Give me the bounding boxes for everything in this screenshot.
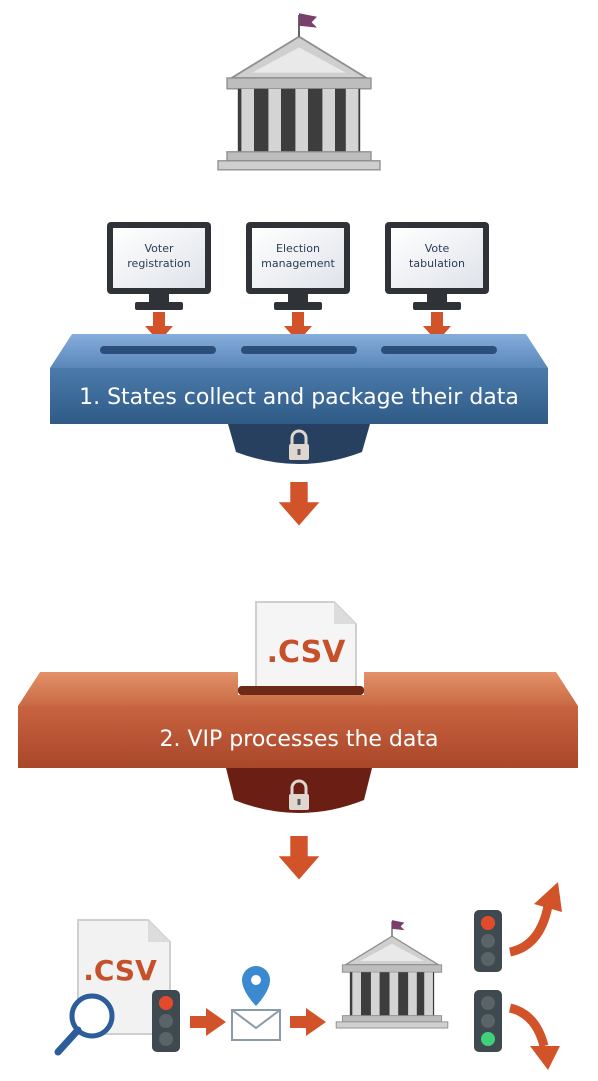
monitor-election-management: Election management: [246, 222, 350, 310]
monitor-label-line1: Vote: [425, 242, 450, 255]
curved-arrow-up-icon: [508, 882, 562, 957]
csv-label: .CSV: [267, 635, 347, 670]
monitor-label-line2: registration: [127, 257, 190, 270]
state-capitol-icon: [217, 12, 381, 171]
state-capitol-icon: [335, 919, 449, 1029]
data-slot: [100, 346, 216, 354]
monitor-label-line2: tabulation: [409, 257, 465, 270]
down-arrow-icon: [278, 482, 320, 526]
step1-label: 1. States collect and package their data: [79, 385, 519, 410]
envelope-icon: [231, 1009, 281, 1041]
traffic-light-red-icon: [152, 990, 180, 1052]
right-arrow-icon: [190, 1008, 226, 1036]
right-arrow-icon: [290, 1008, 326, 1036]
step2-label: 2. VIP processes the data: [160, 727, 439, 752]
data-slot: [381, 346, 497, 354]
curved-arrow-down-icon: [508, 1003, 560, 1070]
monitor-label-line1: Election: [276, 242, 320, 255]
data-slot: [241, 346, 357, 354]
monitor-label-line2: management: [261, 257, 335, 270]
monitor-voter-registration: Voter registration: [107, 222, 211, 310]
traffic-light-red-icon: [474, 910, 502, 972]
location-pin-icon: [242, 966, 270, 1006]
down-arrow-icon: [278, 836, 320, 880]
csv-file-icon: .CSV: [255, 601, 357, 691]
traffic-light-green-icon: [474, 990, 502, 1052]
monitor-label-line1: Voter: [144, 242, 173, 255]
monitor-vote-tabulation: Vote tabulation: [385, 222, 489, 310]
csv-label: .CSV: [83, 954, 157, 987]
states-package-band: 1. States collect and package their data: [50, 334, 548, 464]
vip-processing-band: 2. VIP processes the data: [18, 672, 578, 813]
magnifier-icon: [54, 993, 115, 1056]
